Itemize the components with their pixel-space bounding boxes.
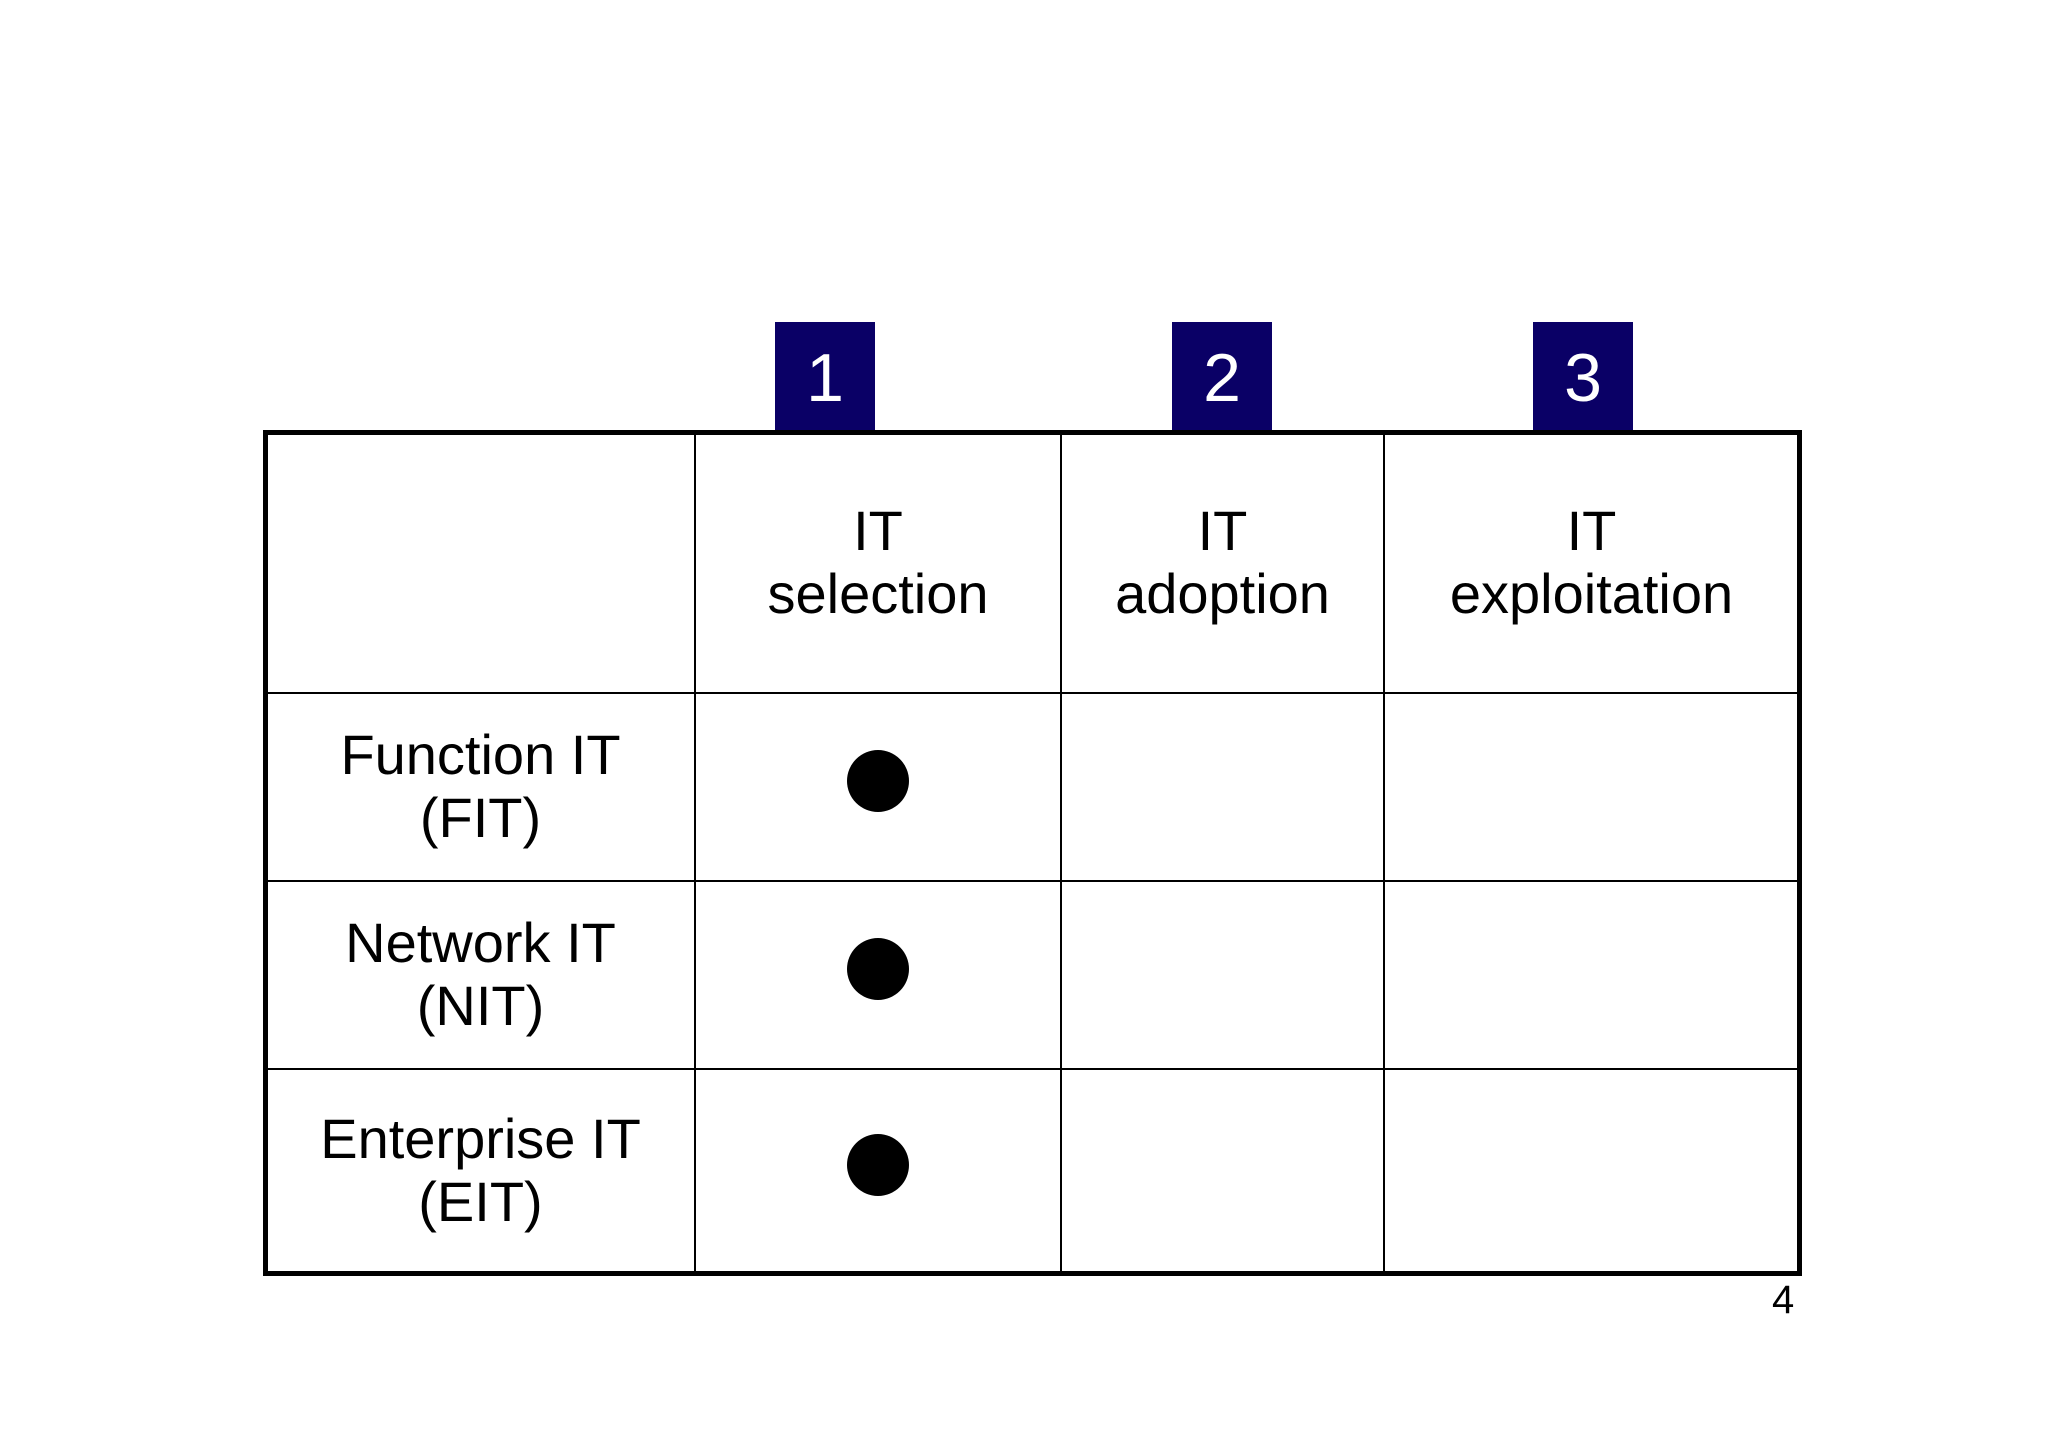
page-number: 4 — [1772, 1278, 1795, 1322]
header-corner-cell — [265, 432, 696, 694]
column-header-it-exploitation-line2: exploitation — [1449, 562, 1734, 625]
step-badge-2-label: 2 — [1203, 340, 1241, 416]
column-header-it-selection: IT selection — [694, 432, 1062, 694]
table-row-network-it: Network IT (NIT) — [265, 880, 1800, 1070]
row-label-network-it: Network IT (NIT) — [265, 880, 696, 1070]
it-maturity-matrix-table: IT selection IT adoption IT exploitation… — [263, 430, 1802, 1276]
row-label-enterprise-it-line1: Enterprise IT — [320, 1107, 641, 1171]
column-header-it-exploitation-line1: IT — [1566, 499, 1617, 563]
filled-dot-icon — [847, 749, 909, 812]
cell-enterprise-it-adoption — [1060, 1068, 1385, 1274]
filled-dot-icon — [847, 937, 909, 1000]
row-label-enterprise-it: Enterprise IT (EIT) — [265, 1068, 696, 1274]
step-badge-1-label: 1 — [806, 340, 844, 416]
row-label-function-it: Function IT (FIT) — [265, 692, 696, 882]
table-row-function-it: Function IT (FIT) — [265, 692, 1800, 882]
step-badge-3-label: 3 — [1564, 340, 1602, 416]
cell-network-it-selection — [694, 880, 1062, 1070]
row-label-network-it-line1: Network IT — [345, 911, 616, 975]
step-badge-2: 2 — [1172, 322, 1272, 434]
cell-network-it-exploitation — [1383, 880, 1800, 1070]
row-label-function-it-line1: Function IT — [340, 723, 621, 787]
column-header-it-exploitation: IT exploitation — [1383, 432, 1800, 694]
filled-dot-icon — [847, 1133, 909, 1196]
cell-network-it-adoption — [1060, 880, 1385, 1070]
column-header-it-selection-line2: selection — [767, 562, 989, 625]
cell-enterprise-it-selection — [694, 1068, 1062, 1274]
step-badge-3: 3 — [1533, 322, 1633, 434]
step-badge-1: 1 — [775, 322, 875, 434]
cell-function-it-adoption — [1060, 692, 1385, 882]
column-header-it-adoption-line2: adoption — [1115, 562, 1330, 625]
row-label-function-it-line2: (FIT) — [419, 786, 542, 849]
table-header-row: IT selection IT adoption IT exploitation — [265, 432, 1800, 694]
column-header-it-selection-line1: IT — [853, 499, 903, 563]
row-label-enterprise-it-line2: (EIT) — [418, 1170, 543, 1233]
cell-enterprise-it-exploitation — [1383, 1068, 1800, 1274]
column-header-it-adoption: IT adoption — [1060, 432, 1385, 694]
cell-function-it-exploitation — [1383, 692, 1800, 882]
row-label-network-it-line2: (NIT) — [416, 974, 545, 1037]
table-row-enterprise-it: Enterprise IT (EIT) — [265, 1068, 1800, 1274]
column-header-it-adoption-line1: IT — [1197, 499, 1248, 563]
cell-function-it-selection — [694, 692, 1062, 882]
